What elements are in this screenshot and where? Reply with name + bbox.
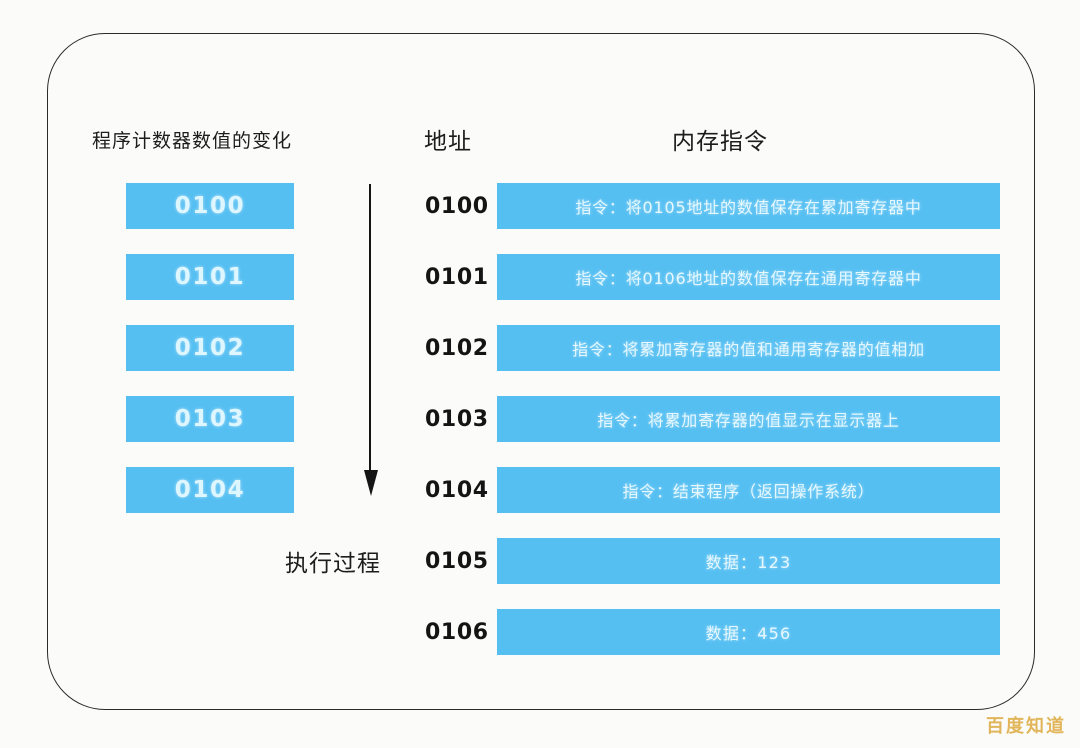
program-counter-box: 0103 [126,396,294,442]
execution-flow-arrow-icon [364,184,378,496]
memory-data-box: 数据：456 [497,609,1000,655]
memory-row: 0102 指令：将累加寄存器的值和通用寄存器的值相加 [425,325,1000,371]
diagram-card [47,33,1035,710]
column-header-program-counter: 程序计数器数值的变化 [92,130,293,152]
memory-address-label: 0103 [425,406,489,432]
memory-row: 0105 数据：123 [425,538,1000,584]
memory-row: 0104 指令：结束程序（返回操作系统） [425,467,1000,513]
memory-row: 0106 数据：456 [425,609,1000,655]
memory-row: 0103 指令：将累加寄存器的值显示在显示器上 [425,396,1000,442]
memory-address-label: 0100 [425,193,489,219]
memory-row: 0101 指令：将0106地址的数值保存在通用寄存器中 [425,254,1000,300]
column-header-memory-instruction: 内存指令 [672,129,768,155]
memory-row: 0100 指令：将0105地址的数值保存在累加寄存器中 [425,183,1000,229]
memory-address-label: 0101 [425,264,489,290]
memory-instruction-box: 指令：将0105地址的数值保存在累加寄存器中 [497,183,1000,229]
arrow-head [364,470,378,496]
memory-address-label: 0106 [425,619,489,645]
memory-address-label: 0102 [425,335,489,361]
memory-rows-column: 0100 指令：将0105地址的数值保存在累加寄存器中 0101 指令：将0106地址… [425,183,1000,680]
program-counter-box: 0102 [126,325,294,371]
program-counter-column: 0100 0101 0102 0103 0104 [126,183,294,538]
arrow-shaft [369,184,372,476]
memory-address-label: 0105 [425,548,489,574]
program-counter-box: 0100 [126,183,294,229]
program-counter-box: 0104 [126,467,294,513]
memory-data-box: 数据：123 [497,538,1000,584]
memory-instruction-box: 指令：将0106地址的数值保存在通用寄存器中 [497,254,1000,300]
memory-address-label: 0104 [425,477,489,503]
execution-process-label: 执行过程 [285,551,381,577]
column-header-address: 地址 [424,129,472,155]
program-counter-box: 0101 [126,254,294,300]
memory-instruction-box: 指令：结束程序（返回操作系统） [497,467,1000,513]
memory-instruction-box: 指令：将累加寄存器的值和通用寄存器的值相加 [497,325,1000,371]
memory-instruction-box: 指令：将累加寄存器的值显示在显示器上 [497,396,1000,442]
watermark: 百度知道 [986,716,1066,737]
